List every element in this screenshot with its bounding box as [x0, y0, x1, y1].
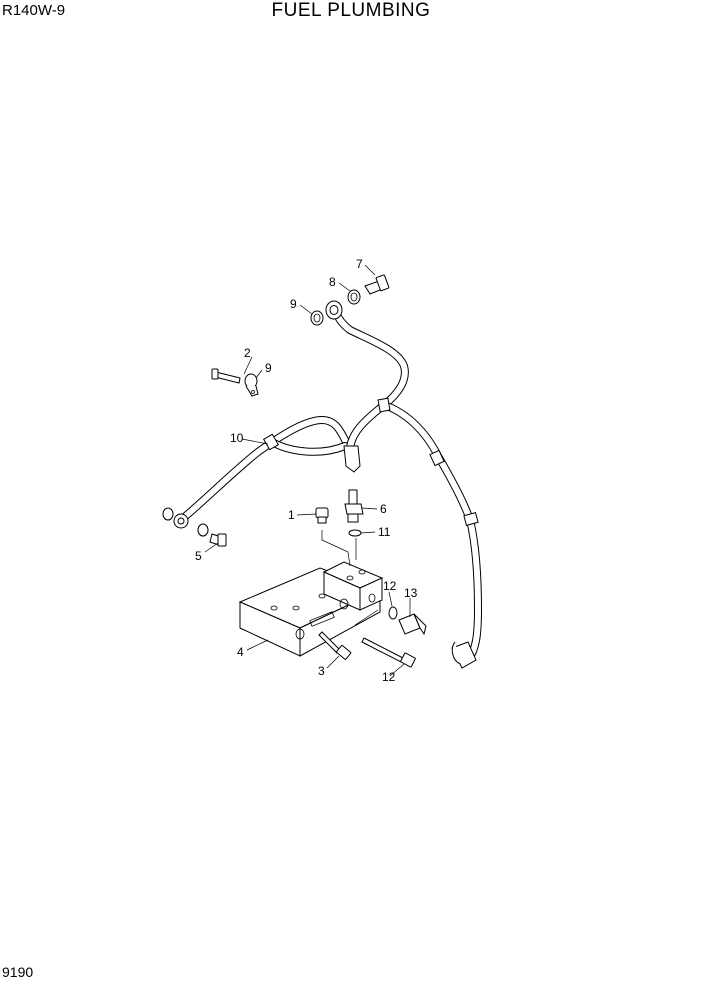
callout-7: 6 [380, 502, 387, 516]
callout-2: 2 [244, 346, 251, 360]
washer-left-1 [162, 507, 174, 521]
callout-9-upper: 8 [329, 275, 336, 289]
part-9-washer-upper [347, 289, 361, 305]
model-code: R140W-9 [2, 2, 66, 19]
page-title: FUEL PLUMBING [271, 0, 431, 21]
callout-10: 9 [265, 361, 272, 375]
callout-13: 13 [404, 586, 418, 600]
part-2-bolt [211, 368, 241, 384]
washer-left-2 [197, 523, 209, 537]
fuel-tube-assembly [173, 300, 482, 669]
callout-3: 3 [318, 664, 325, 678]
part-4-bolt [361, 637, 416, 668]
part-6-filter-head [238, 561, 384, 657]
page-number: 9190 [2, 964, 34, 980]
callout-9-lower: 9 [290, 297, 297, 311]
callout-12-upper: 11 [378, 525, 391, 539]
callout-8: 7 [356, 257, 363, 271]
callout-12-lower: 12 [383, 579, 397, 593]
callout-1: 1 [288, 508, 295, 522]
part-12-oring-lower [388, 606, 398, 620]
part-7-fitting [344, 489, 364, 523]
part-1-plug [315, 507, 329, 524]
part-5-bolt [209, 533, 227, 547]
callout-11: 10 [230, 431, 244, 445]
callout-6: 4 [237, 645, 244, 659]
callout-4: 12 [382, 670, 396, 684]
callout-5: 5 [195, 549, 202, 563]
part-10-clip [244, 373, 259, 397]
part-13-sensor [398, 613, 427, 636]
part-3-bolt [318, 631, 352, 660]
part-8-bolt [364, 274, 390, 295]
part-12-oring-upper [348, 529, 362, 537]
part-9-washer-lower [310, 310, 324, 326]
